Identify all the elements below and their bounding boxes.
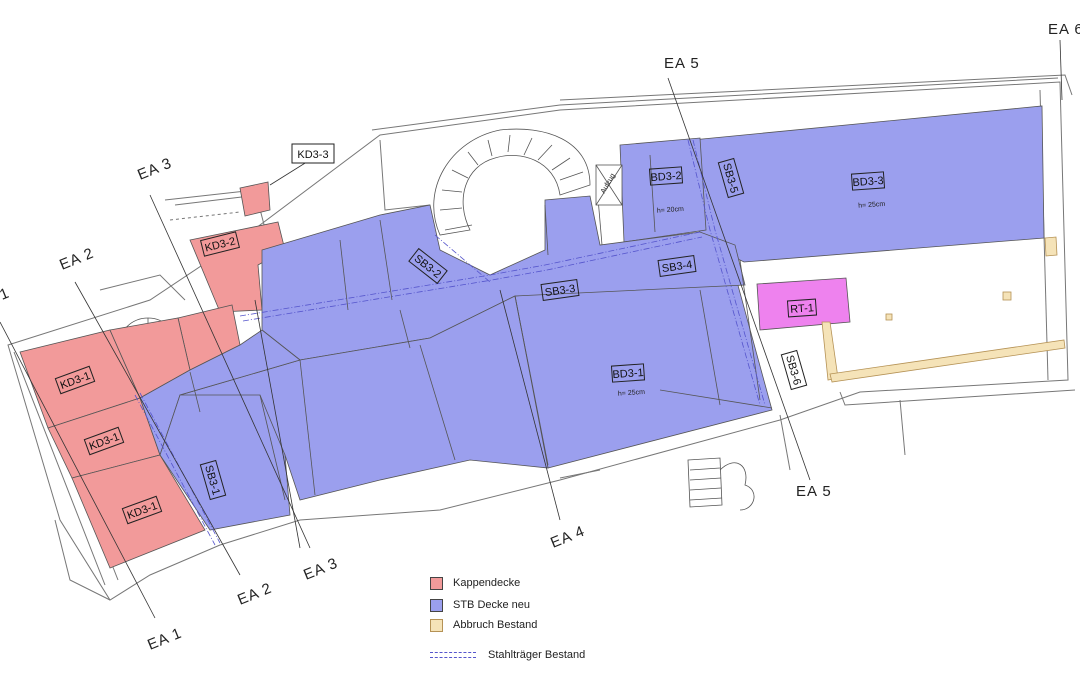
- axis-label-ea2-top: EA 2: [57, 245, 96, 274]
- axis-label-ea5-top: EA 5: [664, 55, 700, 72]
- tag-sb3-3: SB3-3: [540, 279, 580, 301]
- axis-label-ea3-top: EA 3: [135, 155, 174, 184]
- tag-bd3-3: BD3-3 h= 25cm: [850, 171, 886, 210]
- legend-label-stb-decke-neu: STB Decke neu: [453, 599, 531, 611]
- legend-swatch-kappendecke: [430, 576, 443, 590]
- legend-label-kappendecke: Kappendecke: [453, 577, 521, 589]
- tag-bd3-2: BD3-2 h= 20cm: [648, 166, 685, 215]
- kappendecke-areas: [19, 181, 286, 569]
- svg-text:SB3-4: SB3-4: [661, 259, 693, 275]
- tag-sb3-4: SB3-4: [657, 255, 697, 277]
- bd3-2-area: [619, 137, 707, 243]
- abbruch-bestand-areas: [821, 236, 1066, 383]
- svg-text:BD3-3: BD3-3: [852, 175, 884, 189]
- legend-item-abbruch-bestand: Abbruch Bestand: [430, 617, 537, 633]
- legend-item-kappendecke: Kappendecke: [430, 575, 520, 591]
- tag-kd3-3: KD3-3: [291, 143, 335, 164]
- kd3-3-area: [239, 181, 271, 217]
- tag-sb3-6: SB3-6: [780, 349, 808, 391]
- exterior-steps: [687, 457, 755, 511]
- stb-decke-neu-areas: [139, 105, 1045, 531]
- legend-item-stahltraeger: Stahlträger Bestand: [430, 647, 585, 663]
- axis-lines: [0, 39, 1063, 619]
- axis-label-ea1-top: 1: [0, 284, 12, 303]
- tag-rt-1: RT-1: [786, 298, 818, 318]
- axis-label-ea6-top: EA 6: [1048, 21, 1080, 38]
- axis-label-ea4-bottom: EA 4: [548, 523, 587, 552]
- interior-walls: [189, 154, 773, 501]
- legend-label-stahltraeger: Stahlträger Bestand: [488, 649, 586, 661]
- tag-kd3-2: KD3-2: [199, 231, 241, 257]
- sb3-1-area: [159, 394, 291, 531]
- svg-text:SB3-3: SB3-3: [544, 283, 576, 299]
- svg-text:h= 25cm: h= 25cm: [858, 201, 886, 210]
- rt-1-area: [756, 277, 851, 331]
- middle-zone-area: [178, 295, 549, 501]
- kd3-1-area-bottom: [71, 454, 206, 569]
- svg-text:h= 20cm: h= 20cm: [657, 206, 685, 215]
- legend-label-abbruch-bestand: Abbruch Bestand: [453, 619, 538, 631]
- legend-swatch-stb-decke-neu: [430, 598, 443, 612]
- svg-text:RT-1: RT-1: [790, 302, 814, 316]
- svg-text:BD3-2: BD3-2: [650, 170, 682, 184]
- legend-item-stb-decke-neu: STB Decke neu: [430, 597, 530, 613]
- svg-text:KD3-3: KD3-3: [297, 149, 328, 161]
- legend-swatch-abbruch-bestand: [430, 618, 443, 632]
- legend-swatch-stahltraeger: [430, 652, 476, 658]
- tag-bd3-1: BD3-1 h= 25cm: [610, 363, 646, 398]
- axis-label-ea2-bottom: EA 2: [235, 580, 274, 609]
- svg-text:BD3-1: BD3-1: [612, 367, 644, 381]
- axis-label-ea3-bottom: EA 3: [301, 555, 340, 584]
- svg-text:h= 25cm: h= 25cm: [618, 389, 646, 398]
- axis-label-ea1-bottom: EA 1: [145, 625, 184, 654]
- stair-center: [433, 128, 623, 236]
- axis-label-ea5-bottom: EA 5: [796, 483, 832, 500]
